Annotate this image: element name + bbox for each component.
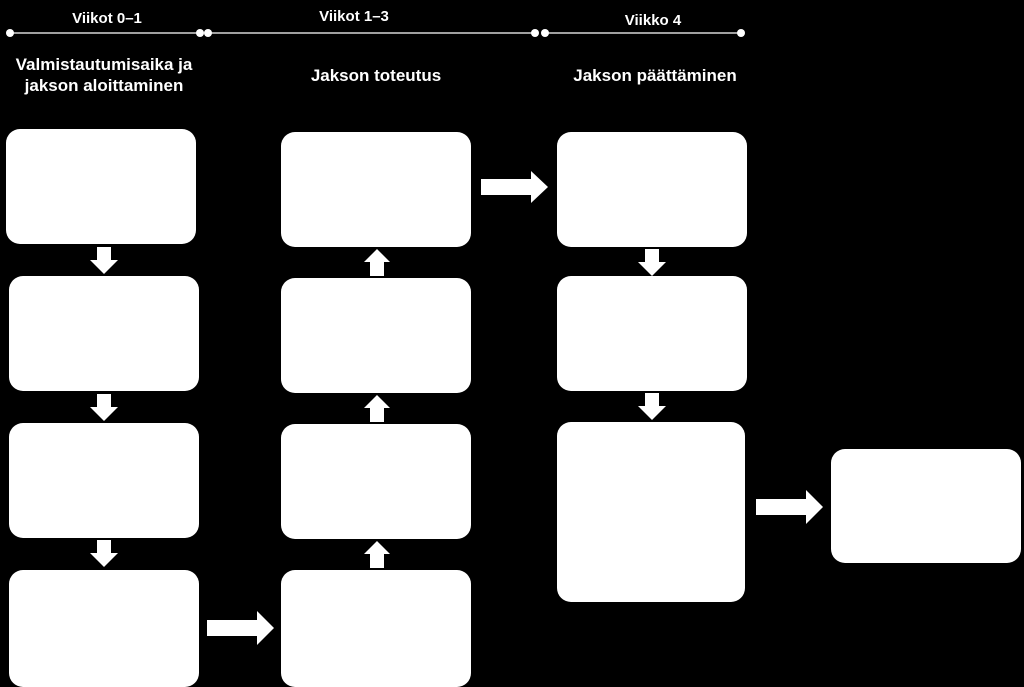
step-box — [9, 570, 199, 687]
step-box — [557, 132, 747, 247]
step-box — [281, 424, 471, 539]
period-label-week-4: Viikko 4 — [624, 12, 682, 29]
period-label-weeks-0-1: Viikot 0–1 — [72, 10, 142, 27]
arrow-right-icon — [207, 611, 274, 645]
step-box — [281, 570, 471, 687]
section-title-implementation: Jakson toteutus — [311, 65, 441, 86]
arrow-up-icon — [364, 249, 390, 276]
step-box-large — [557, 422, 745, 602]
step-box — [6, 129, 196, 244]
arrow-down-icon — [638, 249, 666, 276]
section-title-line: Valmistautumisaika ja — [15, 55, 193, 74]
step-box-final — [831, 449, 1021, 563]
arrow-down-icon — [638, 393, 666, 420]
step-box — [557, 276, 747, 391]
arrow-down-icon — [90, 247, 118, 274]
step-box — [9, 276, 199, 391]
arrow-right-icon — [481, 171, 548, 203]
step-box — [9, 423, 199, 538]
arrow-up-icon — [364, 395, 390, 422]
section-title-line: Jakson päättäminen — [573, 66, 737, 85]
section-title-line: jakson aloittaminen — [24, 76, 184, 95]
arrow-down-icon — [90, 394, 118, 421]
step-box — [281, 278, 471, 393]
section-title-preparation: Valmistautumisaika ja jakson aloittamine… — [16, 54, 193, 96]
arrow-right-icon — [756, 490, 823, 524]
step-box — [281, 132, 471, 247]
section-title-closing: Jakson päättäminen — [573, 65, 736, 86]
period-label-weeks-1-3: Viikot 1–3 — [319, 8, 389, 25]
arrow-down-icon — [90, 540, 118, 567]
section-title-line: Jakson toteutus — [310, 66, 442, 85]
arrow-up-icon — [364, 541, 390, 568]
